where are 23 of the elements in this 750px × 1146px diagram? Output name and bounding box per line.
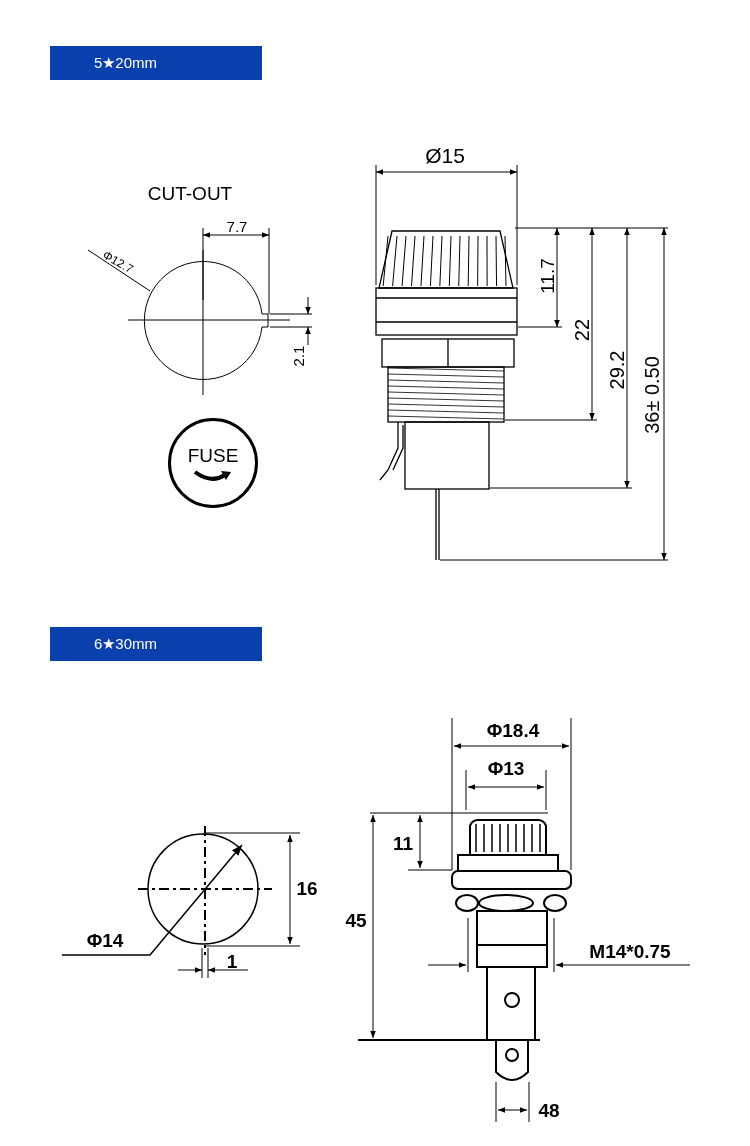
dimension-label: 36± 0.50 [642, 356, 662, 434]
dimension-label: Φ14 [86, 930, 124, 950]
dimension-label: 48 [538, 1100, 560, 1120]
dimension-label: 16 [296, 878, 318, 898]
dimension-label: 29.2 [607, 350, 627, 390]
dimension-label: 11 [392, 833, 414, 853]
section-header-bar [50, 46, 262, 80]
dimension-label: 45 [345, 910, 367, 930]
dimension-label: Φ12.7 [100, 248, 136, 276]
dimension-label: Ø15 [425, 144, 465, 166]
dimension-label: M14*0.75 [589, 941, 671, 961]
cap-text: 6★30mm [94, 633, 158, 654]
dimension-label: CUT-OUT [147, 183, 233, 203]
dimension-label: 22 [572, 318, 592, 342]
dimension-label: 2.1 [290, 345, 306, 367]
dimension-label: Φ18.4 [486, 720, 540, 740]
dimension-label: Φ13 [487, 758, 525, 778]
dimension-label: 7.7 [226, 218, 248, 234]
cap-text: 5★20mm [94, 52, 158, 73]
section-header-bar [50, 627, 262, 661]
dimension-label: 11.7 [537, 258, 557, 294]
dimension-label: 1 [226, 951, 238, 971]
cap-text: FUSE [187, 443, 239, 468]
